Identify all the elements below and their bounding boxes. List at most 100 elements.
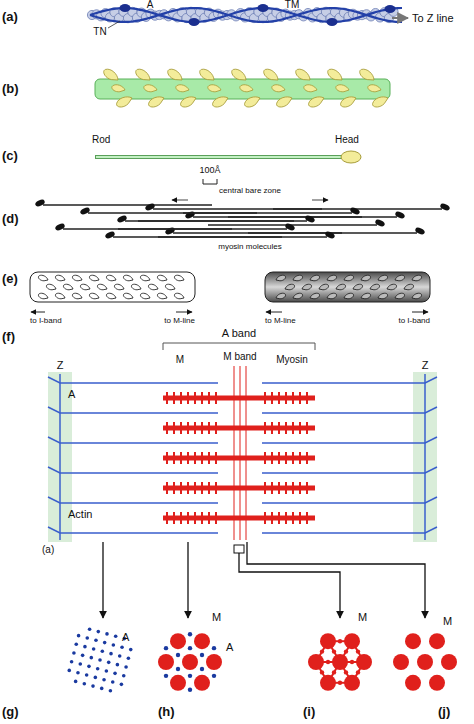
panel-letter: (h)	[158, 705, 175, 718]
actin-cross-section-part	[107, 661, 111, 665]
myosin-assembly-part	[138, 220, 307, 222]
actin-cross-section-part	[70, 660, 74, 664]
cross-bridge	[292, 452, 294, 464]
filament-halves-part	[140, 292, 151, 300]
cross-bridge	[180, 422, 182, 434]
actin-filament	[262, 527, 437, 533]
thick-filament-model-part	[95, 79, 390, 99]
troponin-blob	[189, 18, 200, 26]
filament-halves-part	[377, 292, 388, 300]
myosin-head	[374, 218, 385, 227]
direction-label: to I-band	[30, 317, 62, 325]
cross-bridge	[285, 422, 287, 434]
m-bridge-node	[356, 649, 360, 653]
tropomyosin-strand	[90, 8, 402, 22]
panel-letter: (f)	[2, 330, 15, 343]
actin-cross-section-part	[122, 674, 126, 678]
cross-bridge	[306, 422, 308, 434]
cross-bridge	[278, 512, 280, 524]
cross-bridge	[187, 452, 189, 464]
m-band-cross-section-part	[332, 654, 348, 670]
cross-bridge	[271, 512, 273, 524]
filament-halves-part	[140, 274, 151, 282]
myosin-head	[54, 222, 65, 231]
filament-halves-part	[343, 292, 354, 300]
filament-halves-part	[89, 274, 100, 282]
panel-letter: (d)	[2, 212, 19, 225]
filament-halves-part	[275, 292, 286, 300]
section-label: M	[443, 616, 452, 627]
filament-halves-part	[411, 274, 422, 282]
filament-halves-part	[55, 274, 66, 282]
cross-bridge	[194, 392, 196, 404]
thick-filament-model-part	[134, 67, 153, 83]
thick-filament-model-part	[326, 67, 345, 83]
overlap-cross-section-part	[176, 667, 180, 671]
m-bridge-node	[356, 670, 360, 674]
actin-cross-section-part	[76, 671, 80, 675]
myosin-assembly-part	[118, 228, 287, 230]
thick-filament-model-part	[275, 94, 294, 110]
filament-halves-part	[265, 272, 430, 302]
bare-zone-cross-section-part	[441, 654, 457, 670]
cross-bridge	[264, 452, 266, 464]
cross-bridge	[264, 512, 266, 524]
cross-bridge	[187, 392, 189, 404]
actin-cross-section-part	[94, 676, 98, 680]
actin-filament	[48, 377, 218, 383]
actin-filament	[262, 437, 437, 443]
cross-bridge	[299, 422, 301, 434]
thick-filament-model-part	[335, 84, 349, 93]
leader-line	[108, 21, 120, 28]
filament-halves-part	[411, 292, 422, 300]
overlap-cross-section-part	[188, 632, 192, 636]
actin-cross-section-part	[102, 678, 106, 682]
filament-halves-part	[131, 283, 142, 291]
panel-letter: (g)	[2, 705, 19, 718]
actin-cross-section-part	[96, 667, 100, 671]
overlap-cross-section-part	[164, 646, 168, 650]
band-label: M band	[223, 352, 256, 362]
filament-halves-part	[55, 292, 66, 300]
thick-filament-model-part	[211, 94, 230, 110]
bare-zone-cross-section-part	[393, 654, 409, 670]
part-label: TM	[285, 0, 299, 10]
cross-bridge	[208, 482, 210, 494]
actin-filament	[262, 467, 437, 473]
m-bridge-node	[332, 670, 336, 674]
actin-filament	[48, 407, 218, 413]
cross-bridge	[166, 452, 168, 464]
cross-bridge	[180, 482, 182, 494]
m-band-cross-section	[308, 633, 372, 691]
panel-letter: (e)	[2, 272, 18, 285]
cross-bridge	[292, 422, 294, 434]
cross-bridge	[271, 422, 273, 434]
myosin-assembly-part	[43, 204, 212, 206]
thick-filament-model-part	[358, 67, 377, 83]
filament-halves-part	[148, 283, 159, 291]
part-label: Actin	[68, 509, 92, 520]
cross-bridge	[201, 482, 203, 494]
cross-bridge	[292, 512, 294, 524]
actin-cross-section-part	[112, 643, 116, 647]
direction-arrow	[412, 312, 428, 313]
thick-filament-model-part	[271, 84, 285, 93]
thick-filament-model	[95, 67, 390, 109]
cross-bridge	[264, 392, 266, 404]
direction-label: to M-line	[164, 317, 195, 325]
actin-cross-section-part	[85, 636, 89, 640]
actin-cross-section-part	[120, 645, 124, 649]
filament-halves-part	[292, 274, 303, 282]
filament-halves-part	[326, 274, 337, 282]
overlap-cross-section-part	[158, 654, 174, 670]
overlap-cross-section-part	[188, 688, 192, 692]
filament-halves-part	[326, 292, 337, 300]
overlap-cross-section-part	[188, 646, 192, 650]
part-label: TN	[93, 27, 106, 37]
cross-bridge	[173, 452, 175, 464]
overlap-cross-section-part	[212, 674, 216, 678]
troponin-blob	[385, 5, 396, 13]
cross-bridge	[306, 452, 308, 464]
cross-bridge	[271, 392, 273, 404]
